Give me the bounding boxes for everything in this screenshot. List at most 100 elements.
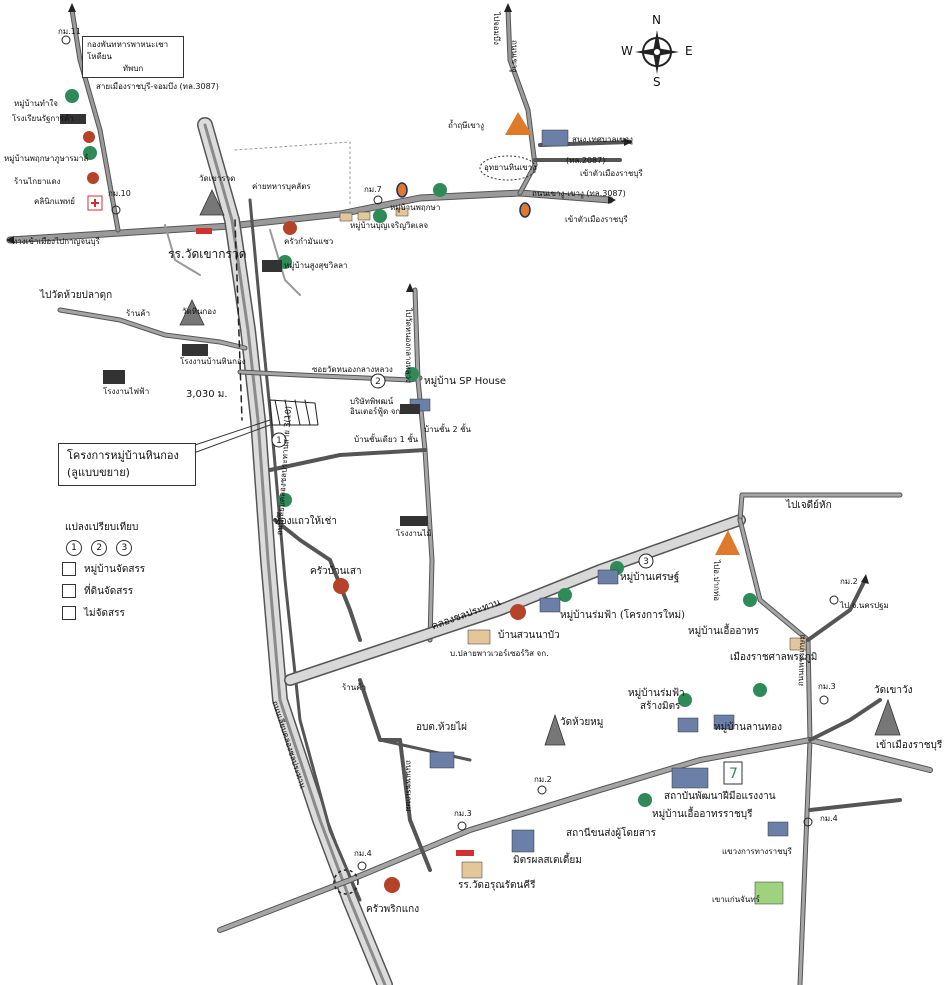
label-company2: บ.ปลายพาวเวอร์เซอร์วิส จก. bbox=[450, 649, 549, 658]
label-wat-hinkong: วัดหินกอง bbox=[182, 307, 216, 316]
label-road-vert2: ถนนเพชรเกษม bbox=[796, 634, 807, 687]
label-wat-khao-wang: วัดเขาวัง bbox=[874, 685, 913, 696]
label-center: อินเตอร์ฟู้ด จก. bbox=[350, 407, 403, 416]
legend-number-2: 2 bbox=[91, 540, 108, 556]
legend-swatch bbox=[62, 584, 76, 598]
label-clinic: คลินิกแพทย์ bbox=[34, 197, 75, 206]
label-to-jedi: ไปเจดีย์หัก bbox=[786, 500, 832, 511]
label-kitchen-prik: ครัวพริกแกง bbox=[366, 904, 420, 915]
label-road-vert3: ถนนเพชรเกษม bbox=[404, 760, 413, 812]
compass-south: S bbox=[653, 75, 661, 89]
label-road-left-2: ทางเข้าเมืองไปกาญจนบุรี bbox=[12, 237, 100, 246]
army-unit-line1: กองพันทหารพาหนะเชาโหดียน bbox=[87, 40, 169, 61]
label-factory1: โรงงานบ้านหินกอง bbox=[180, 357, 246, 366]
label-to-pakthongchai: ไปอ.ปากท่อ bbox=[712, 560, 721, 601]
label-v-food: หมู่บ้านเอื้ออาทร bbox=[688, 626, 759, 637]
label-green: เขาแก่นจันทร์ bbox=[712, 895, 760, 904]
label-to-ratchaburi-3: เข้าเมืองราชบุรี bbox=[876, 740, 943, 751]
label-road-2087: (ทล.2087) bbox=[566, 156, 606, 165]
legend-item-label: หมู่บ้านจัดสรร bbox=[84, 564, 146, 575]
label-shop-small: ร้านไกยาแดง bbox=[14, 177, 61, 186]
project-box: โครงการหมู่บ้านหินกอง (ลูแบบขยาย) bbox=[58, 443, 196, 486]
label-v-suvarn: หมู่บ้านพฤกษาภูษารมาล์ bbox=[4, 154, 89, 163]
label-rental: ห้องแถวให้เช่า bbox=[274, 516, 337, 527]
label-khaongu-road: ถนนเขางู bbox=[510, 40, 519, 73]
label-wat-khaorot: วัดเขารวด bbox=[199, 174, 236, 183]
legend-swatch bbox=[62, 562, 76, 576]
label-oboto: อบต.ห้วยไผ่ bbox=[416, 722, 467, 733]
label-house2: บ้านชั้น 2 ชั้น bbox=[424, 425, 472, 434]
label-km2a: กม.2 bbox=[840, 577, 858, 586]
label-v-food2: หมู่บ้านเอื้ออาทรราชบุรี bbox=[652, 809, 753, 820]
label-km2b: กม.2 bbox=[534, 775, 552, 784]
label-to-nakhon: ไป จ.นครปฐม bbox=[840, 601, 889, 610]
label-factory2: โรงงานไฟฟ้า bbox=[103, 387, 150, 396]
label-factory3: โรงงานไม้ bbox=[396, 529, 432, 538]
label-restaurant: บ้านสวนนาบัว bbox=[498, 630, 560, 641]
label-wat-huai: วัดห้วยหมู bbox=[560, 717, 604, 728]
label-road-left: สายเมืองราชบุรี-จอมบึง (ทล.3087) bbox=[96, 82, 219, 91]
legend-item-3: ไม่จัดสรร bbox=[62, 606, 125, 621]
label-shop2: ร้านค้า bbox=[342, 683, 367, 692]
label-soi-nong: ซอยวัดหนองกลางหลวง bbox=[312, 365, 393, 374]
label-v-rom2: หมู่บ้านร่มฟ้า bbox=[628, 688, 685, 699]
army-unit-box: กองพันทหารพาหนะเชาโหดียน ทัพบก bbox=[82, 36, 184, 78]
label-company: บริษัทพิพฒน์ bbox=[350, 397, 394, 406]
legend-number-3: 3 bbox=[116, 540, 133, 556]
label-km3b: กม.3 bbox=[454, 809, 472, 818]
legend-item-label: ที่ดินจัดสรร bbox=[84, 586, 134, 597]
label-school-rukh: โรงเรียนรัฐการค้า bbox=[12, 114, 74, 123]
label-job-center: สถาบันพัฒนาฝีมือแรงงาน bbox=[664, 791, 776, 802]
project-title: โครงการหมู่บ้านหินกอง bbox=[67, 449, 179, 462]
label-sp-house: หมู่บ้าน SP House bbox=[424, 376, 507, 387]
label-v-boon: หมู่บ้านบุญเจริญวิตเลจ bbox=[350, 221, 429, 230]
label-kruarkaew: ครัวกำมันแซว bbox=[284, 237, 334, 246]
label-temple-sm: มิตรผลสเตเดี้ยม bbox=[513, 855, 582, 866]
label-v-lanthong: หมู่บ้านลานทอง bbox=[714, 722, 783, 733]
label-army: ค่ายทหารบุคลัตร bbox=[252, 182, 311, 191]
label-v-rom2b: สร้างมิตร bbox=[640, 701, 681, 712]
label-km4a: กม.4 bbox=[354, 849, 372, 858]
label-shop1: ร้านค้า bbox=[126, 309, 151, 318]
label-court: เมืองราชศาลพระภูมิ bbox=[730, 652, 818, 663]
label-km10: กม.10 bbox=[108, 189, 131, 198]
label-to-ratchaburi-1: เข้าตัวเมืองราชบุรี bbox=[580, 169, 643, 178]
compass-north: N bbox=[652, 13, 661, 27]
legend-swatch bbox=[62, 606, 76, 620]
distance-label: 3,030 ม. bbox=[186, 389, 228, 400]
army-unit-line2: ทัพบก bbox=[122, 64, 144, 73]
label-v-suchit: หมู่บ้านสูงสุขวิลลา bbox=[284, 261, 348, 270]
label-house1: บ้านชั้นเดียว 1 ชั้น bbox=[354, 435, 419, 444]
legend-item-2: ที่ดินจัดสรร bbox=[62, 584, 133, 599]
compass-east: E bbox=[685, 44, 693, 58]
label-km3a: กม.3 bbox=[818, 682, 836, 691]
label-jombung-top: ไปจอมบึง bbox=[492, 12, 501, 45]
project-subtitle: (ลูแบบขยาย) bbox=[67, 465, 130, 479]
compass-west: W bbox=[621, 44, 633, 58]
label-v-pruksa: หมู่บ้านพฤกษา bbox=[390, 203, 441, 212]
legend-number-1: 1 bbox=[66, 540, 82, 556]
label-munic: สนง.เทศบาลเขางู bbox=[572, 135, 633, 144]
label-to-pakthong: ไปวัดห้วยปลาดุก bbox=[40, 290, 113, 301]
legend-item-label: ไม่จัดสรร bbox=[84, 608, 125, 619]
label-to-ratchaburi-2: เข้าตัวเมืองราชบุรี bbox=[565, 215, 628, 224]
label-kitchen-sao: ครัวบ้านเสา bbox=[310, 566, 362, 577]
label-v-thai: หมู่บ้านทำใจ bbox=[14, 99, 58, 108]
label-km4b: กม.4 bbox=[820, 814, 838, 823]
label-highway-dept: แขวงการทางราชบุรี bbox=[722, 847, 792, 856]
label-bus: สถานีขนส่งผู้โดยสาร bbox=[566, 828, 656, 839]
label-park: อุทยานหินเขางู bbox=[484, 163, 537, 172]
label-v-rom: หมู่บ้านร่มฟ้า (โครงการใหม่) bbox=[560, 610, 686, 621]
legend-title: แปลงเปรียบเทียบ bbox=[65, 522, 139, 533]
label-cave: ถ้ำฤษีเขางู bbox=[448, 121, 485, 130]
label-to-phetk: ไปวัดหนองกลางหลวง bbox=[404, 308, 413, 383]
label-v-setthee: หมู่บ้านเศรษฐ์ bbox=[620, 572, 680, 583]
label-km11: กม.11 bbox=[58, 27, 81, 36]
label-km7: กม.7 bbox=[364, 185, 382, 194]
label-bypass: ถนนเขางู-เขางู (ทล.3087) bbox=[532, 189, 626, 198]
label-rr-wat2: รร.วัดอรุณรัตนคีรี bbox=[458, 880, 536, 891]
legend-numbers: 1 2 3 bbox=[66, 540, 138, 556]
label-rr-wat: รร.วัดเขากรวด bbox=[168, 247, 247, 261]
